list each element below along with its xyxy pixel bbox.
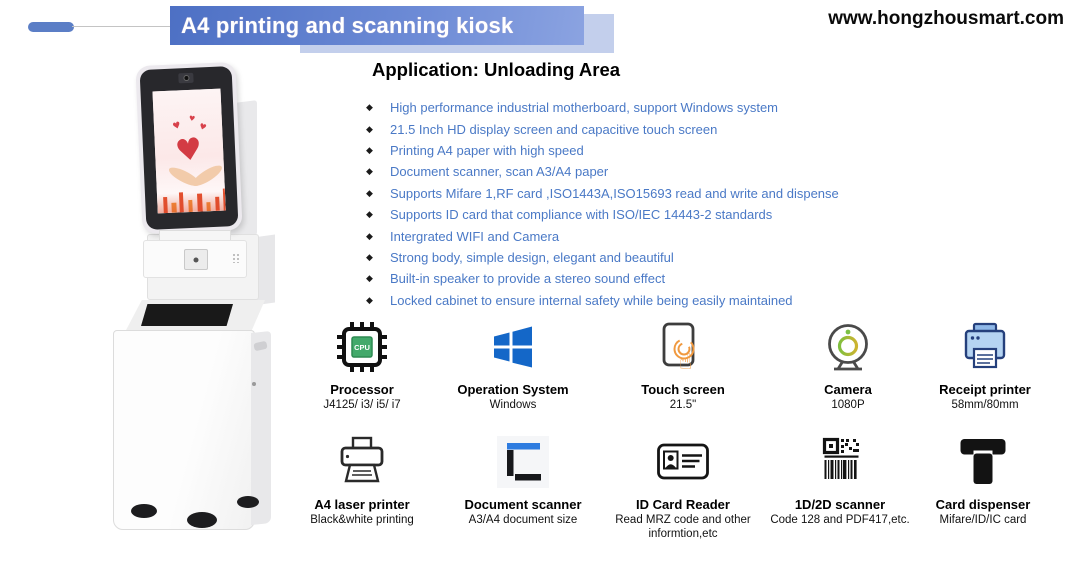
feature-detail: Read MRZ code and other informtion,etc bbox=[615, 514, 751, 540]
kiosk-lock bbox=[252, 382, 256, 386]
feature-bullet-list: ◆High performance industrial motherboard… bbox=[366, 97, 839, 311]
kiosk-display-content: ♥ ♥ ♥ ♥ bbox=[152, 88, 226, 214]
feature-name: Operation System bbox=[457, 382, 569, 397]
kiosk-speaker-holes bbox=[232, 253, 240, 263]
decorative-pill bbox=[28, 22, 74, 32]
feature-detail: A3/A4 document size bbox=[468, 514, 578, 526]
kiosk-printer-slot bbox=[141, 304, 233, 326]
list-item: ◆Strong body, simple design, elegant and… bbox=[366, 249, 674, 265]
list-item: ◆Supports ID card that compliance with I… bbox=[366, 207, 773, 223]
diamond-bullet-icon: ◆ bbox=[366, 273, 373, 284]
diamond-bullet-icon: ◆ bbox=[366, 123, 373, 134]
id-card-icon bbox=[655, 431, 711, 493]
feature-detail: Windows bbox=[489, 399, 537, 411]
feature-operation-system: Operation System Windows bbox=[433, 316, 593, 413]
diamond-bullet-icon: ◆ bbox=[366, 144, 373, 155]
feature-name: Document scanner bbox=[464, 497, 582, 512]
feature-a4-laser-printer: A4 laser printer Black&white printing bbox=[282, 431, 442, 528]
diamond-bullet-icon: ◆ bbox=[366, 294, 373, 305]
windows-logo-icon bbox=[485, 316, 541, 378]
feature-name: Card dispenser bbox=[935, 497, 1031, 512]
feature-name: Camera bbox=[824, 382, 872, 397]
diamond-bullet-icon: ◆ bbox=[366, 187, 373, 198]
list-item: ◆Supports Mifare 1,RF card ,ISO1443A,ISO… bbox=[366, 185, 839, 201]
card-dispenser-icon bbox=[955, 431, 1011, 493]
receipt-printer-icon bbox=[957, 316, 1013, 378]
kiosk-scanner-module bbox=[143, 240, 247, 278]
feature-detail: Code 128 and PDF417,etc. bbox=[770, 514, 910, 526]
list-item: ◆21.5 Inch HD display screen and capacit… bbox=[366, 121, 718, 137]
feature-detail: Mifare/ID/IC card bbox=[939, 514, 1027, 526]
list-item: ◆Locked cabinet to ensure internal safet… bbox=[366, 292, 793, 308]
touch-screen-icon: ☝ bbox=[655, 316, 711, 378]
feature-name: Touch screen bbox=[641, 382, 725, 397]
feature-detail: 58mm/80mm bbox=[951, 399, 1019, 411]
kiosk-screen: ♥ ♥ ♥ ♥ bbox=[135, 61, 243, 235]
kiosk-camera-icon bbox=[178, 72, 194, 84]
diamond-bullet-icon: ◆ bbox=[366, 102, 373, 113]
svg-text:☝: ☝ bbox=[679, 350, 692, 375]
webcam-icon bbox=[820, 316, 876, 378]
page-title: A4 printing and scanning kiosk bbox=[181, 12, 514, 38]
diamond-bullet-icon: ◆ bbox=[366, 209, 373, 220]
kiosk-product-image: ♥ ♥ ♥ ♥ bbox=[55, 52, 285, 530]
list-item: ◆High performance industrial motherboard… bbox=[366, 100, 779, 116]
list-item: ◆Intergrated WIFI and Camera bbox=[366, 228, 560, 244]
decorative-line bbox=[72, 26, 172, 27]
feature-processor: CPU Processor J4125/ i3/ i5/ i7 bbox=[282, 316, 442, 413]
list-item: ◆Printing A4 paper with high speed bbox=[366, 142, 584, 158]
feature-receipt-printer: Receipt printer 58mm/80mm bbox=[905, 316, 1065, 413]
list-item: ◆Built-in speaker to provide a stereo so… bbox=[366, 271, 666, 287]
website-url: www.hongzhousmart.com bbox=[828, 8, 1064, 29]
feature-name: Receipt printer bbox=[939, 382, 1031, 397]
feature-document-scanner: Document scanner A3/A4 document size bbox=[443, 431, 603, 528]
diamond-bullet-icon: ◆ bbox=[366, 166, 373, 177]
kiosk-cabinet bbox=[113, 330, 255, 530]
feature-id-card-reader: ID Card Reader Read MRZ code and other i… bbox=[603, 431, 763, 541]
heart-icon: ♥ bbox=[188, 114, 196, 123]
feature-name: ID Card Reader bbox=[636, 497, 730, 512]
feature-detail: Black&white printing bbox=[310, 514, 414, 526]
feature-card-dispenser: Card dispenser Mifare/ID/IC card bbox=[903, 431, 1063, 528]
feature-name: A4 laser printer bbox=[314, 497, 410, 512]
kiosk-qr-scanner-window bbox=[184, 249, 208, 270]
feature-name: 1D/2D scanner bbox=[794, 497, 886, 512]
kiosk-screen-bezel: ♥ ♥ ♥ ♥ bbox=[139, 66, 239, 230]
application-heading: Application: Unloading Area bbox=[372, 59, 621, 80]
kiosk-cabinet-side bbox=[251, 330, 271, 526]
heart-icon: ♥ bbox=[171, 120, 183, 133]
diamond-bullet-icon: ◆ bbox=[366, 251, 373, 262]
kiosk-foot bbox=[187, 512, 217, 528]
barcode-scanner-icon bbox=[812, 431, 868, 493]
feature-touch-screen: ☝ Touch screen 21.5" bbox=[603, 316, 763, 413]
laser-printer-icon bbox=[334, 431, 390, 493]
feature-detail: J4125/ i3/ i5/ i7 bbox=[323, 399, 401, 411]
svg-text:CPU: CPU bbox=[354, 343, 370, 352]
title-banner: A4 printing and scanning kiosk bbox=[170, 6, 584, 45]
feature-detail: 1080P bbox=[831, 399, 865, 411]
cpu-chip-icon: CPU bbox=[334, 316, 390, 378]
diamond-bullet-icon: ◆ bbox=[366, 230, 373, 241]
feature-1d-2d-scanner: 1D/2D scanner Code 128 and PDF417,etc. bbox=[760, 431, 920, 528]
kiosk-foot bbox=[131, 504, 157, 518]
heart-icon: ♥ bbox=[173, 131, 205, 171]
list-item: ◆Document scanner, scan A3/A4 paper bbox=[366, 164, 609, 180]
kiosk-foot bbox=[237, 496, 259, 508]
document-scanner-icon bbox=[495, 431, 551, 493]
feature-name: Processor bbox=[330, 382, 394, 397]
feature-detail: 21.5" bbox=[669, 399, 697, 411]
skyline-illustration bbox=[156, 184, 226, 214]
feature-camera: Camera 1080P bbox=[768, 316, 928, 413]
